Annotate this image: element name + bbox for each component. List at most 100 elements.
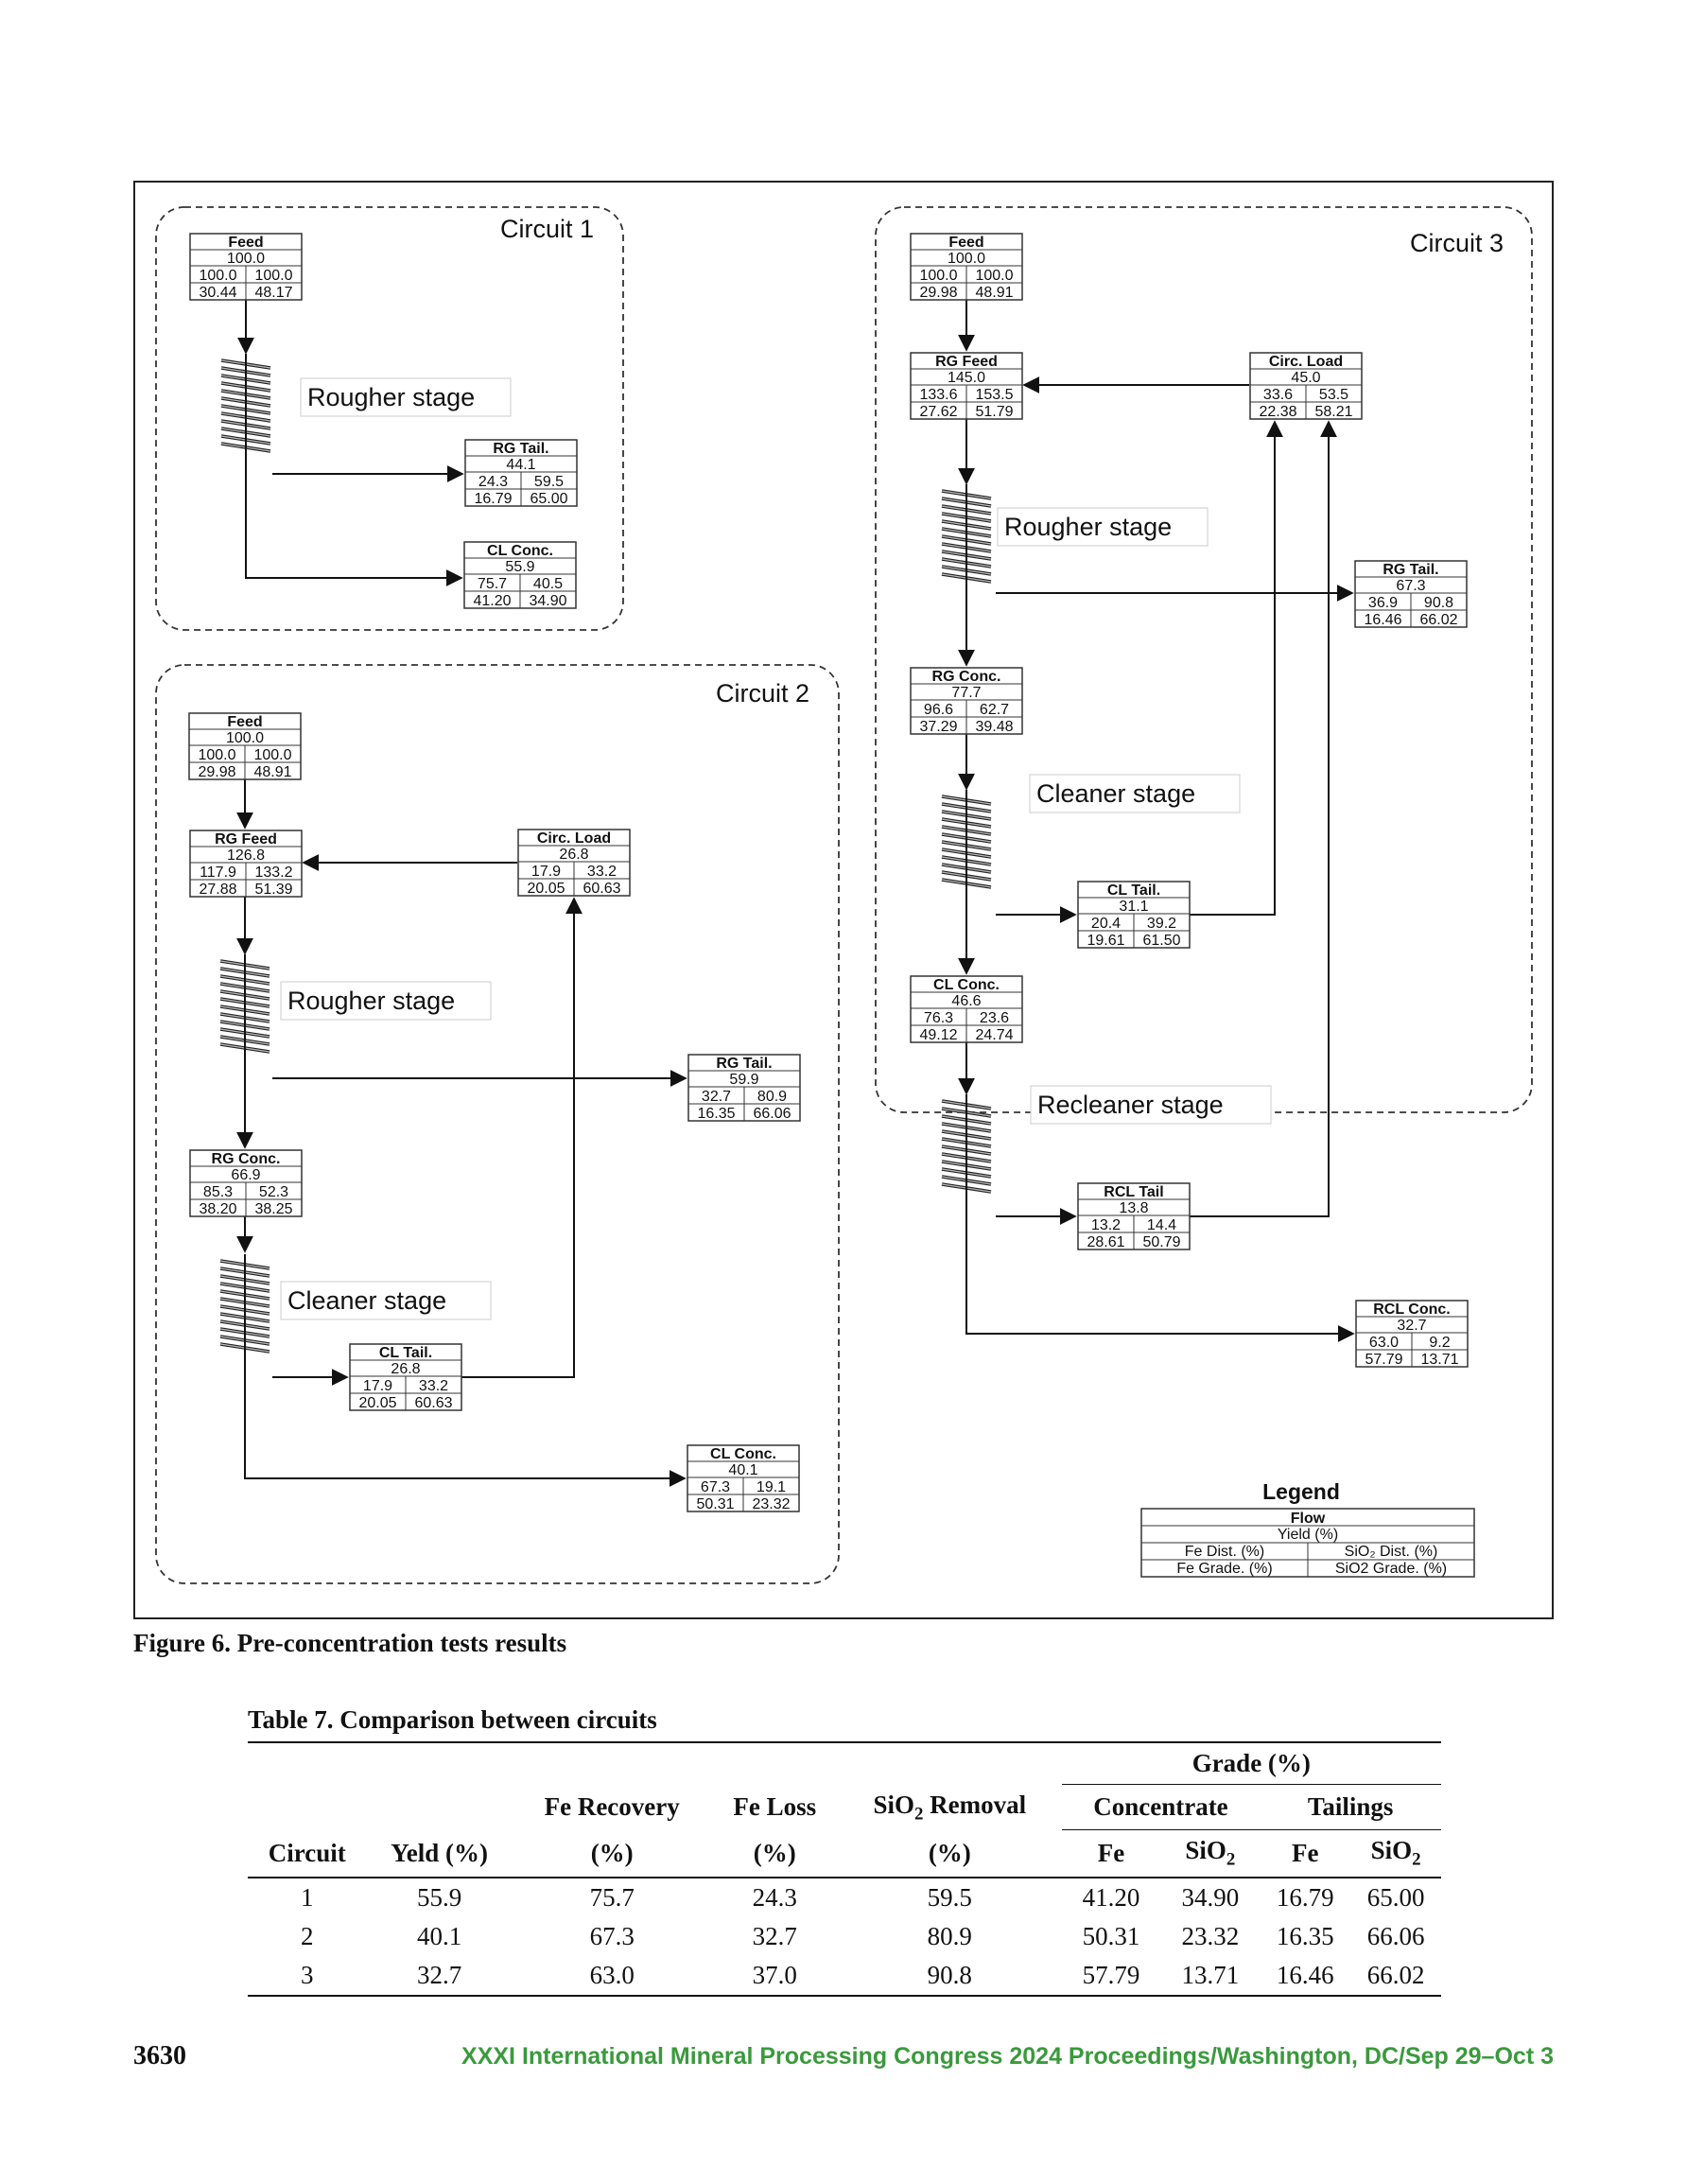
- box-fe-grade: 30.44: [199, 285, 236, 301]
- box-fe-dist: 63.0: [1369, 1335, 1399, 1351]
- box-flow: 31.1: [1119, 899, 1148, 915]
- box-fe-grade: 57.79: [1365, 1352, 1402, 1368]
- box-sio2-grade: 58.21: [1314, 404, 1352, 420]
- box-fe-dist: 17.9: [363, 1378, 392, 1394]
- legend-yield: Yield (%): [1278, 1527, 1338, 1543]
- legend-flow: Flow: [1291, 1511, 1326, 1527]
- box-label: RG Feed: [935, 354, 998, 370]
- box-fe-grade: 19.61: [1087, 933, 1124, 949]
- box-flow: 26.8: [559, 847, 588, 863]
- circuit-2-rougher-label: Rougher stage: [287, 987, 455, 1015]
- box-flow: 77.7: [951, 685, 981, 701]
- table-cell: 41.20: [1082, 1882, 1140, 1912]
- header-sio2-removal-unit: (%): [928, 1838, 971, 1867]
- header-concentrate: Concentrate: [1061, 1784, 1261, 1831]
- box-sio2-dist: 53.5: [1319, 387, 1348, 403]
- box-sio2-grade: 50.79: [1142, 1234, 1180, 1250]
- box-sio2-dist: 9.2: [1429, 1335, 1450, 1351]
- circuit-3-title: Circuit 3: [1410, 229, 1504, 257]
- box-fe-dist: 76.3: [924, 1010, 953, 1026]
- box-sio2-dist: 80.9: [757, 1089, 787, 1105]
- box-label: RG Conc.: [212, 1151, 281, 1167]
- flow-line: [1190, 420, 1283, 916]
- box-sio2-dist: 52.3: [259, 1184, 288, 1200]
- box-fe-grade: 20.05: [527, 881, 565, 897]
- circuit-3-rougher-spiral: [941, 484, 992, 588]
- circuit-3-recleaner-label-frame: [1030, 1085, 1272, 1125]
- circuit-3-rougher-label-frame: [997, 507, 1209, 547]
- table-cell: 13.71: [1181, 1960, 1240, 1989]
- box-fe-dist: 117.9: [200, 865, 236, 881]
- box-flow: 100.0: [948, 251, 985, 267]
- circuit-3-recleaner-spiral: [941, 1094, 992, 1198]
- box-sio2-grade: 48.91: [975, 285, 1013, 301]
- box-sio2-dist: 100.0: [975, 268, 1013, 284]
- box-sio2-dist: 90.8: [1424, 595, 1453, 611]
- box-sio2-grade: 13.71: [1420, 1352, 1458, 1368]
- circuit-2-cleaner-label: Cleaner stage: [287, 1286, 446, 1315]
- box-fe-grade: 29.98: [198, 764, 235, 780]
- box-flow: 100.0: [226, 730, 264, 746]
- header-yield: Yeld (%): [391, 1838, 489, 1867]
- circuit-2-title: Circuit 2: [716, 679, 809, 708]
- box-sio2-grade: 66.06: [753, 1106, 791, 1122]
- comparison-table: Grade (%) Fe Recovery Fe Loss SiO2 Remov…: [248, 1741, 1441, 1997]
- box-flow: 46.6: [951, 993, 981, 1009]
- table-header-row-2: Fe Recovery Fe Loss SiO2 Removal Concent…: [248, 1784, 1441, 1831]
- grade-group-header: Grade (%): [1061, 1742, 1441, 1785]
- box-fe-dist: 17.9: [531, 864, 561, 880]
- circuit-2-rougher-label-frame: [280, 981, 492, 1021]
- table-cell: 32.7: [417, 1960, 462, 1989]
- box-sio2-dist: 40.5: [533, 576, 563, 592]
- table-cell: 66.02: [1366, 1960, 1425, 1989]
- table-cell: 16.46: [1276, 1960, 1334, 1989]
- table-cell: 65.00: [1366, 1882, 1425, 1912]
- box-sio2-grade: 60.63: [414, 1395, 452, 1411]
- flow-line: [965, 1198, 1355, 1342]
- box-fe-grade: 37.29: [919, 719, 957, 735]
- box-flow: 59.9: [729, 1072, 758, 1088]
- legend-sio2-dist: SiO₂ Dist. (%): [1345, 1544, 1438, 1560]
- box-fe-grade: 16.35: [697, 1106, 735, 1122]
- circuit-1-rougher-spiral: [220, 354, 271, 458]
- box-flow: 32.7: [1397, 1318, 1426, 1334]
- table-cell: 67.3: [589, 1921, 635, 1950]
- box-sio2-dist: 133.2: [254, 865, 292, 881]
- box-sio2-dist: 23.6: [980, 1010, 1009, 1026]
- circuit-2-cleaner-label-frame: [280, 1281, 492, 1320]
- header-tailings: Tailings: [1260, 1784, 1441, 1831]
- box-fe-grade: 50.31: [696, 1496, 734, 1512]
- table-title: Table 7. Comparison between circuits: [248, 1705, 657, 1734]
- box-fe-grade: 16.46: [1364, 612, 1401, 628]
- box-fe-grade: 41.20: [473, 593, 511, 609]
- box-label: CL Conc.: [710, 1446, 776, 1462]
- circuit-2-frame: [155, 664, 840, 1584]
- box-sio2-grade: 24.74: [975, 1027, 1013, 1043]
- box-label: Circ. Load: [1269, 354, 1343, 370]
- box-label: RG Tail.: [1383, 562, 1438, 578]
- box-fe-grade: 16.79: [474, 491, 512, 507]
- box-label: CL Tail.: [1107, 882, 1160, 899]
- table-cell: 57.79: [1082, 1960, 1140, 1989]
- box-flow: 145.0: [948, 370, 985, 386]
- box-label: RCL Conc.: [1373, 1302, 1450, 1318]
- box-flow: 126.8: [227, 847, 265, 864]
- box-label: Circ. Load: [537, 830, 611, 847]
- circuit-2-rougher-spiral: [219, 954, 270, 1058]
- box-sio2-dist: 59.5: [534, 474, 564, 490]
- box-sio2-grade: 51.79: [975, 404, 1013, 420]
- box-label: RCL Tail: [1104, 1184, 1163, 1200]
- box-fe-dist: 100.0: [198, 747, 235, 763]
- box-fe-dist: 33.6: [1263, 387, 1293, 403]
- circuit-3-frame: [875, 206, 1533, 1113]
- box-label: RG Conc.: [932, 669, 1001, 685]
- box-label: RG Tail.: [493, 441, 548, 457]
